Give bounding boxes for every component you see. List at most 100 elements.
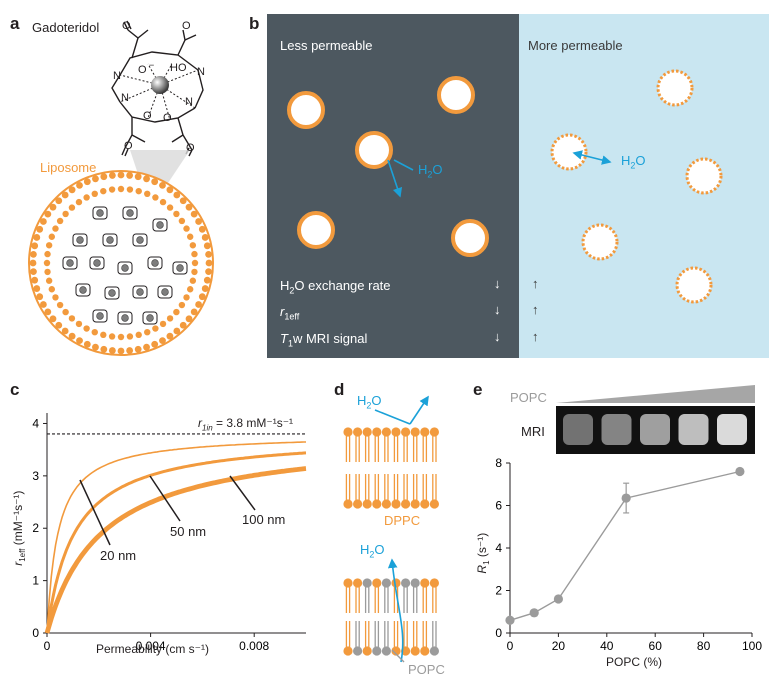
- lipid: [353, 427, 363, 462]
- lipid-head: [68, 315, 76, 322]
- series-line: [45, 451, 307, 634]
- lipid-head: [198, 225, 206, 233]
- lipid-head: [44, 250, 51, 258]
- atom-n-right: N: [197, 66, 205, 78]
- asymptote-label: r1in = 3.8 mM⁻¹s⁻¹: [198, 416, 294, 433]
- e-x-tick-label: 100: [742, 639, 762, 653]
- atom-o-top-right: O: [182, 20, 191, 32]
- lipid-head: [195, 218, 203, 225]
- panel-a-letter: a: [10, 14, 20, 33]
- lipid-head: [203, 242, 211, 250]
- water-arrow: [387, 558, 404, 663]
- lipid-head: [203, 276, 211, 284]
- water-arrow-slow: [387, 159, 403, 198]
- lipid-head: [39, 218, 47, 225]
- lipid-head: [185, 315, 193, 323]
- lipid-head: [183, 294, 190, 301]
- gadoteridol-complex: [172, 261, 188, 275]
- lipid-head: [159, 320, 167, 328]
- lipid-head: [166, 315, 174, 322]
- c-y-tick-label: 0: [32, 626, 39, 640]
- popc-gradient-label: POPC: [510, 390, 547, 405]
- lipid-head: [205, 268, 212, 276]
- lipid-head: [44, 308, 52, 316]
- gadoteridol-complex: [62, 256, 78, 270]
- c-y-tick-label: 4: [32, 416, 39, 430]
- lipid-head: [205, 259, 213, 267]
- lipid-head: [179, 321, 187, 329]
- series-label-50nm: 50 nm: [170, 524, 207, 539]
- lipid-head: [62, 210, 69, 218]
- less-permeable-panel: [267, 14, 519, 358]
- gadoteridol-complex: [142, 311, 158, 325]
- lipid: [353, 621, 363, 656]
- lipid-head: [100, 331, 107, 339]
- lipid-head: [151, 340, 159, 348]
- e-x-tick-label: 60: [649, 639, 663, 653]
- mri-well: [640, 414, 670, 445]
- atom-minus: −: [149, 60, 155, 70]
- lipid-head: [126, 172, 134, 179]
- lipid: [362, 427, 372, 462]
- lipid-head: [61, 191, 69, 199]
- lipid-head: [33, 285, 41, 292]
- lipid-head: [134, 173, 142, 181]
- lipid-head: [201, 285, 209, 292]
- lipid-head: [117, 333, 125, 341]
- lipid-head: [48, 286, 56, 293]
- gadoteridol-complex: [104, 286, 120, 300]
- up-arrow-icon: ↑: [532, 276, 539, 291]
- lipid-head: [205, 250, 212, 258]
- permeable-vesicle: [685, 157, 723, 195]
- water-label-popc: H2O: [360, 542, 385, 560]
- lipid: [410, 474, 420, 509]
- lipid: [391, 427, 401, 462]
- leader-line: [79, 479, 111, 546]
- atom-n-bottom-right: N: [185, 96, 193, 108]
- water-label-left: H2O: [418, 162, 443, 180]
- lipid: [381, 427, 391, 462]
- panel-b-letter: b: [249, 14, 260, 33]
- c-y-tick-label: 2: [32, 521, 39, 535]
- c-y-tick-label: 1: [32, 574, 39, 588]
- lipid-head: [31, 276, 39, 284]
- exchange-rate-label: H2O exchange rate: [280, 278, 391, 296]
- lipid: [401, 578, 411, 613]
- lipid-head: [144, 328, 151, 336]
- c-x-tick-label: 0.004: [136, 639, 166, 653]
- lipid-head: [126, 186, 134, 193]
- lipid-head: [108, 333, 116, 340]
- lipid-head: [75, 320, 83, 328]
- lipid: [362, 474, 372, 509]
- lipid-head: [151, 178, 159, 186]
- lipid-head: [179, 197, 187, 205]
- lipid-head: [189, 277, 197, 284]
- water-arrow: [374, 409, 411, 425]
- lipid-head: [191, 259, 199, 267]
- data-point: [735, 466, 745, 477]
- gadoteridol-complex: [102, 233, 118, 247]
- lipid: [372, 427, 382, 462]
- gadoteridol-complex: [117, 311, 133, 325]
- atom-o-bottom-left: O: [143, 110, 152, 122]
- lipid-head: [29, 259, 37, 267]
- less-permeable-title: Less permeable: [280, 38, 373, 53]
- lipid-head: [117, 185, 125, 193]
- lipid-head: [43, 259, 51, 267]
- lipid-head: [45, 242, 53, 249]
- gadoteridol-complex: [122, 206, 138, 220]
- lipid-head: [44, 210, 52, 218]
- lipid: [420, 474, 430, 509]
- liposome-label: Liposome: [40, 160, 97, 175]
- e-y-tick-label: 4: [495, 541, 502, 555]
- lipid-head: [83, 325, 90, 332]
- lipid: [362, 621, 372, 656]
- lipid-head: [56, 301, 64, 309]
- lipid-head: [190, 308, 198, 316]
- atom-o-top: O: [122, 20, 131, 32]
- lipid-head: [189, 242, 197, 249]
- lipid-head: [159, 198, 167, 206]
- lipid-head: [100, 187, 107, 195]
- atom-o-bottom-right: O: [163, 112, 172, 124]
